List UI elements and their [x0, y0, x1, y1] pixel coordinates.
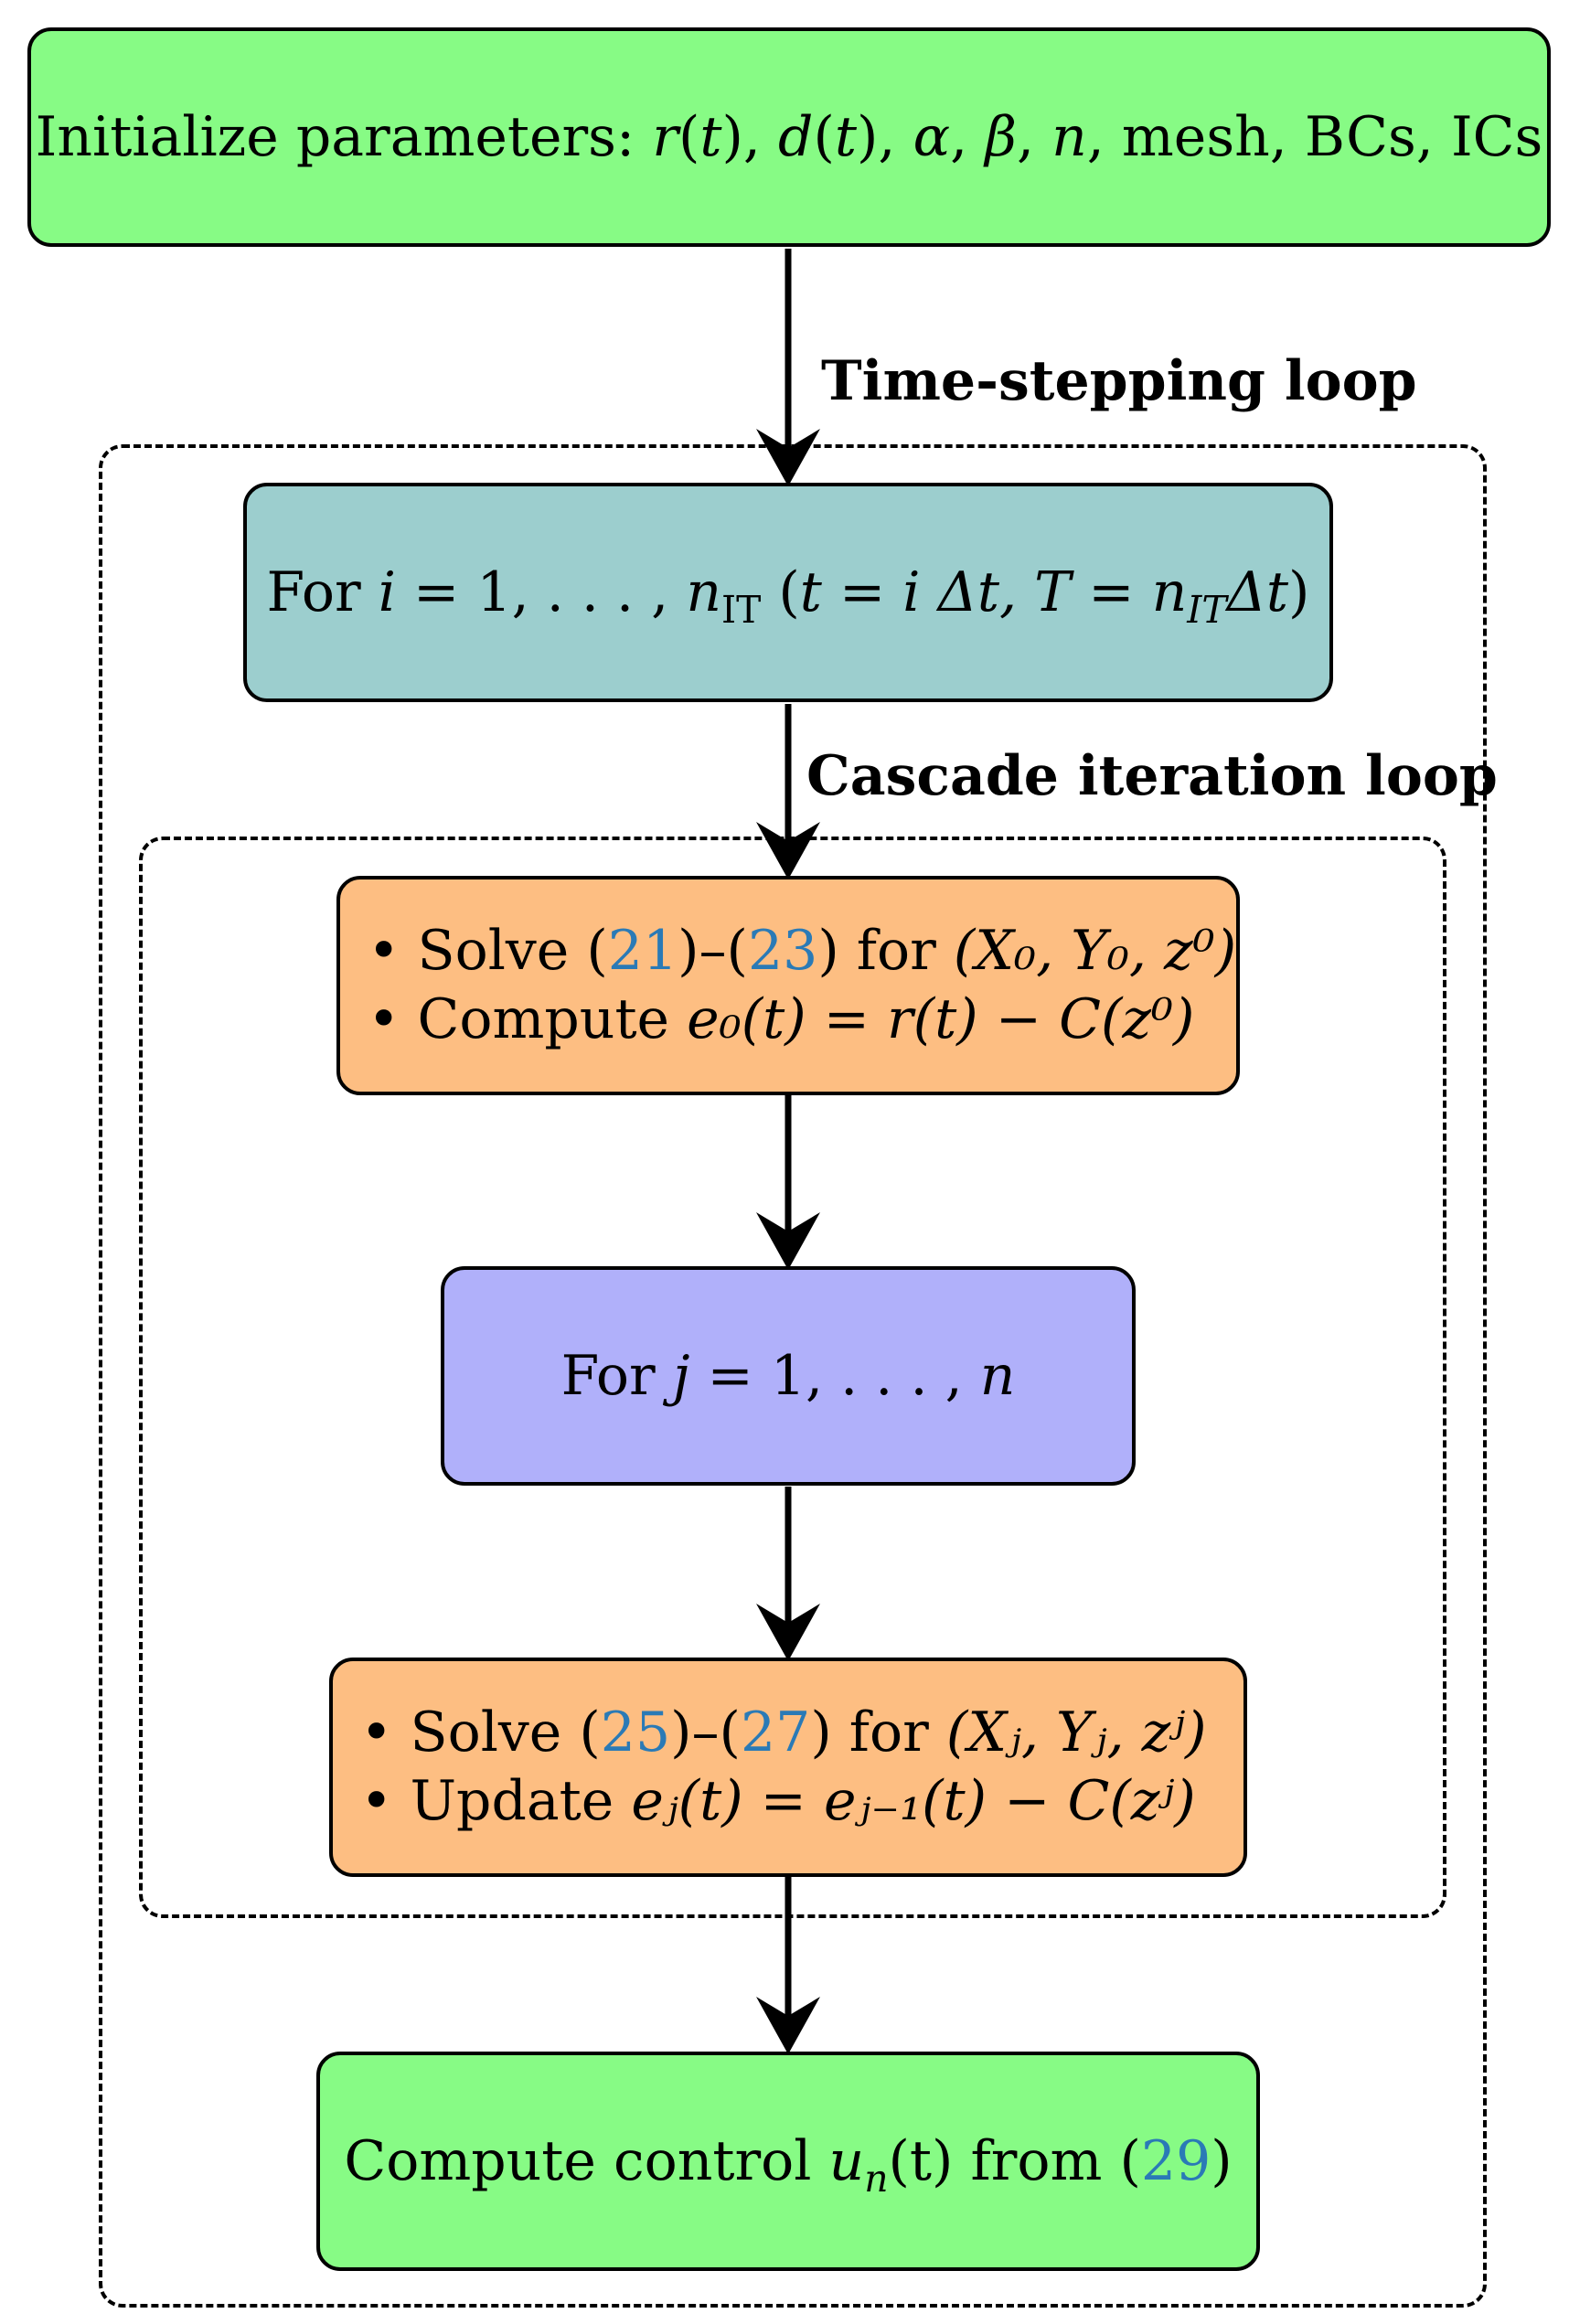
outer-loop-n-sub: IT [720, 587, 762, 632]
final-close: ) [1211, 2128, 1233, 2193]
cascade-update-error-line: • Update eⱼ(t) = eⱼ₋₁(t) − C(zʲ) [360, 1767, 1196, 1836]
final-from-word: from ( [953, 2128, 1141, 2193]
inner-cascade-loop-box: For j = 1, . . . , n [441, 1266, 1136, 1486]
compute-word: Compute [417, 987, 688, 1051]
final-u-sub: n [864, 2156, 889, 2201]
inner-loop-j: j [672, 1343, 690, 1408]
update-error-equation: eⱼ(t) = eⱼ₋₁(t) − C(zʲ) [631, 1769, 1196, 1833]
equation-ref-21-link[interactable]: 21 [607, 919, 678, 983]
outer-time-loop-box: For i = 1, . . . , nIT (t = i Δt, T = nI… [243, 483, 1333, 702]
update-tuple: (Xⱼ, Yⱼ, zʲ) [945, 1700, 1207, 1764]
bullet-icon: • [368, 919, 400, 983]
initialize-parameters-text: Initialize parameters: r(t), d(t), α, β,… [35, 104, 1543, 169]
cascade-initial-compute-line: • Compute e₀(t) = r(t) − C(z⁰) [368, 986, 1194, 1054]
outer-loop-prefix: For [266, 560, 379, 624]
init-suffix: , mesh, BCs, ICs [1086, 104, 1543, 169]
init-d: d [778, 104, 814, 169]
initial-error-equation: e₀(t) = r(t) − C(z⁰) [687, 987, 1195, 1051]
cascade-iteration-loop-frame [139, 837, 1446, 1918]
ref-dash: )–( [678, 919, 748, 983]
outer-loop-i: i [378, 560, 396, 624]
outer-loop-range: = 1, . . . , [395, 560, 687, 624]
final-u: u [828, 2128, 865, 2193]
cascade-initial-solve-line: • Solve (21)–(23) for (X₀, Y₀, z⁰) [368, 917, 1236, 986]
outer-loop-time-def: t = i Δt, T = n [799, 560, 1188, 624]
equation-ref-29-link[interactable]: 29 [1140, 2128, 1211, 2193]
init-beta: β [985, 104, 1017, 169]
compute-control-box: Compute control un(t) from (29) [316, 2052, 1260, 2271]
init-prefix: Initialize parameters: [35, 104, 653, 169]
update-word: Update [410, 1769, 632, 1833]
equation-ref-23-link[interactable]: 23 [747, 919, 818, 983]
inner-loop-n: n [979, 1343, 1016, 1408]
initial-tuple: (X₀, Y₀, z⁰) [953, 919, 1237, 983]
cascade-iteration-loop-label: Cascade iteration loop [806, 744, 1498, 808]
bullet-icon: • [360, 1769, 393, 1833]
for-word: ) for [817, 919, 954, 983]
compute-control-text: Compute control un(t) from (29) [344, 2127, 1233, 2197]
inner-loop-prefix: For [560, 1343, 673, 1408]
equation-ref-25-link[interactable]: 25 [600, 1700, 671, 1764]
final-prefix: Compute control [344, 2128, 829, 2193]
bullet-icon: • [368, 987, 400, 1051]
cascade-update-box: • Solve (25)–(27) for (Xⱼ, Yⱼ, zʲ) • Upd… [329, 1658, 1247, 1877]
init-t2: t [834, 104, 858, 169]
solve-word: Solve ( [417, 919, 608, 983]
initialize-parameters-box: Initialize parameters: r(t), d(t), α, β,… [27, 27, 1551, 247]
cascade-initial-solve-box: • Solve (21)–(23) for (X₀, Y₀, z⁰) • Com… [336, 876, 1240, 1095]
solve-word: Solve ( [410, 1700, 601, 1764]
bullet-icon: • [360, 1700, 393, 1764]
init-n: n [1051, 104, 1087, 169]
equation-ref-27-link[interactable]: 27 [740, 1700, 811, 1764]
ref-dash: )–( [670, 1700, 741, 1764]
init-alpha: α [913, 104, 951, 169]
inner-loop-range: = 1, . . . , [689, 1343, 980, 1408]
for-word: ) for [810, 1700, 946, 1764]
outer-time-loop-text: For i = 1, . . . , nIT (t = i Δt, T = nI… [266, 560, 1310, 632]
outer-loop-time-tail: Δt [1226, 560, 1289, 624]
cascade-update-solve-line: • Solve (25)–(27) for (Xⱼ, Yⱼ, zʲ) [360, 1699, 1207, 1767]
outer-loop-n: n [686, 560, 721, 624]
time-stepping-loop-label: Time-stepping loop [821, 349, 1417, 413]
outer-loop-time-sub: IT [1187, 587, 1227, 632]
time-stepping-loop-frame [99, 444, 1487, 2308]
final-t: (t) [888, 2128, 954, 2193]
init-t1: t [699, 104, 722, 169]
init-r: r [652, 104, 678, 169]
inner-cascade-loop-text: For j = 1, . . . , n [561, 1342, 1016, 1411]
